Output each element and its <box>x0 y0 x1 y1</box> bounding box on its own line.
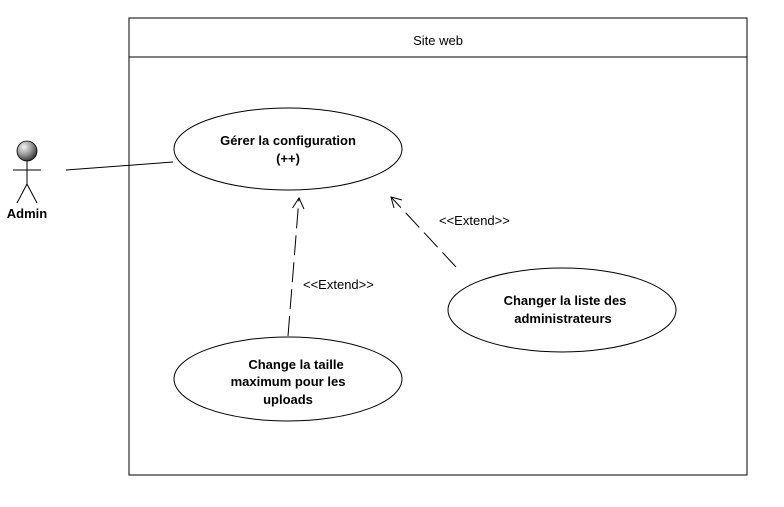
use-case-upload: Change la taille maximum pour les upload… <box>173 336 403 422</box>
use-case-configure-line-2: (++) <box>276 151 300 166</box>
system-title: Site web <box>413 33 463 48</box>
extend-label-upload: <<Extend>> <box>303 277 374 292</box>
use-case-admins: Changer la liste des administrateurs <box>447 267 677 353</box>
extend-line-upload <box>287 197 300 337</box>
actor-admin: Admin <box>7 140 48 221</box>
actor-right-leg <box>26 183 38 204</box>
extend-label-admins: <<Extend>> <box>439 213 510 228</box>
actor-head-icon <box>16 140 38 162</box>
extend-arrowhead-upload <box>292 196 305 210</box>
use-case-upload-ellipse <box>173 336 403 422</box>
system-boundary: Site web <box>128 17 748 476</box>
use-case-configure-line-1: Gérer la configuration <box>220 133 356 148</box>
actor-left-leg <box>16 183 28 204</box>
use-case-upload-line-2: maximum pour les <box>231 374 346 389</box>
extend-arrowhead-admins <box>390 196 403 209</box>
extend-relation-admins: <<Extend>> <box>390 196 510 268</box>
association-line <box>65 161 174 171</box>
use-case-configure-ellipse <box>173 107 403 191</box>
use-case-upload-line-1: Change la taille <box>248 357 343 372</box>
use-case-configure: Gérer la configuration (++) <box>173 107 403 191</box>
use-case-admins-ellipse <box>447 267 677 353</box>
use-case-admins-line-1: Changer la liste des <box>504 293 627 308</box>
actor-name: Admin <box>7 206 48 221</box>
extend-line-admins <box>390 196 457 268</box>
use-case-upload-line-3: uploads <box>263 392 313 407</box>
system-boundary-box <box>128 17 748 476</box>
use-case-admins-line-2: administrateurs <box>514 311 612 326</box>
extend-relation-upload: <<Extend>> <box>287 196 374 337</box>
